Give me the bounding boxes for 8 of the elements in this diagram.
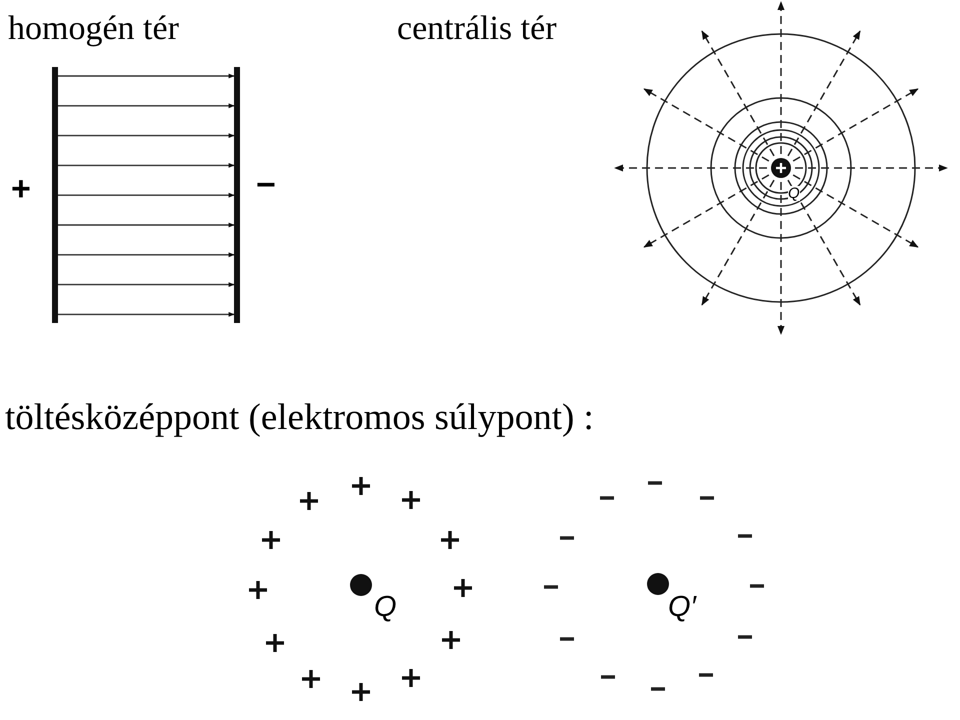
heading: centrális tér (397, 12, 557, 46)
heading: homogén tér (8, 12, 179, 46)
charge-symbol: Q (374, 593, 397, 622)
charge-symbol: Q (788, 186, 800, 201)
plate-polarity-sign: + (11, 172, 31, 206)
heading: töltésközéppont (elektromos súlypont) : (5, 399, 594, 436)
plate-polarity-sign: − (256, 168, 276, 202)
charge-symbol: Q′ (668, 593, 696, 622)
